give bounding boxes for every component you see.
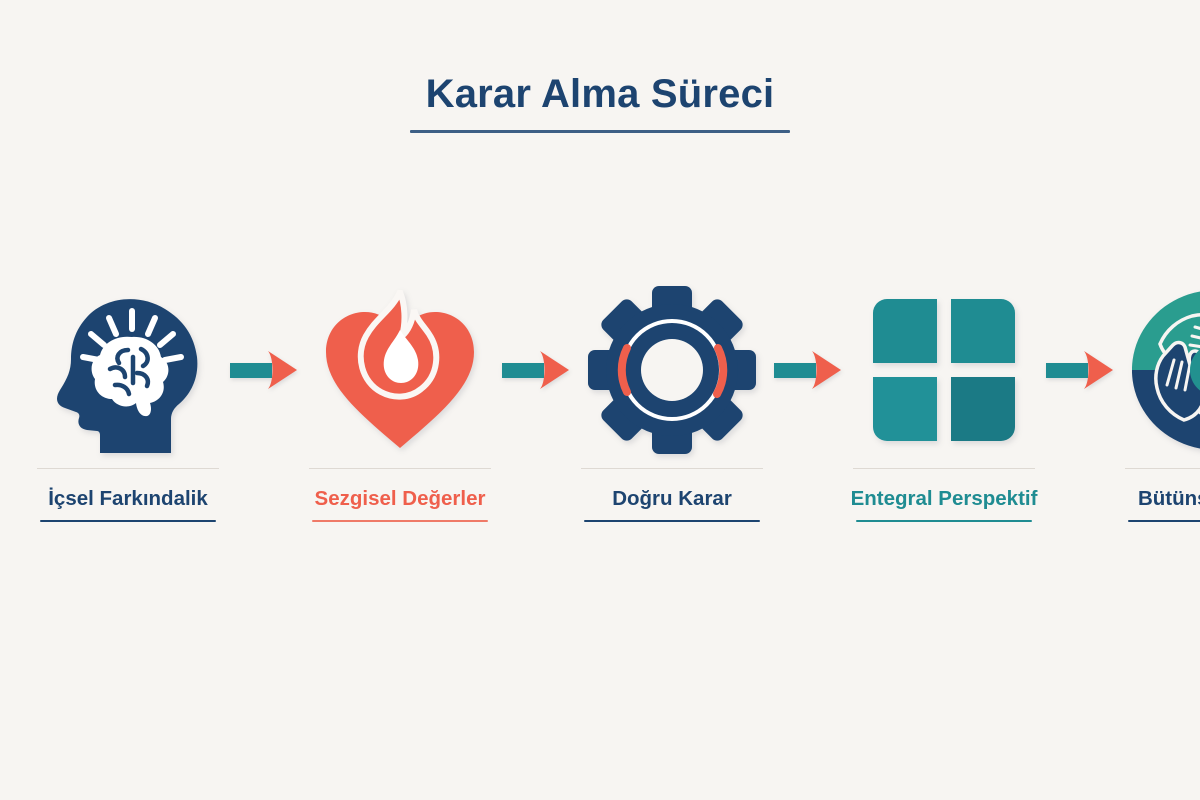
flow-step-underline [584, 519, 760, 522]
title-block: Karar Alma Süreci [0, 72, 1200, 133]
flow-step-label: Doğru Karar [612, 487, 732, 510]
page-title: Karar Alma Süreci [425, 72, 775, 116]
step-separator [853, 468, 1035, 469]
arrow-right-icon [498, 286, 574, 454]
heart-flame-icon [302, 286, 498, 454]
flow-step-underline [1128, 519, 1200, 522]
head-brain-icon [30, 286, 226, 454]
arrow-right-icon [770, 286, 846, 454]
title-underline-rule [410, 130, 790, 133]
step-separator [581, 468, 763, 469]
four-hands-circle-icon [1118, 286, 1200, 454]
flow-step-underline [856, 519, 1032, 522]
flow-step-dogru-karar[interactable]: Doğru Karar [574, 286, 770, 522]
flow-step-entegral-perspektif[interactable]: Entegral Perspektif [846, 286, 1042, 522]
step-separator [1125, 468, 1200, 469]
flow-step-underline [40, 519, 216, 522]
flow-step-label: Entegral Perspektif [850, 487, 1038, 510]
flow-step-label: Bütünsel Sonuç [1137, 487, 1200, 510]
flow-step-sezgisel-degerler[interactable]: Sezgisel Değerler [302, 286, 498, 522]
flow-step-butunsel-sonuc[interactable]: Bütünsel Sonuç [1118, 286, 1200, 522]
flow-step-label: Sezgisel Değerler [314, 487, 486, 510]
arrow-right-icon [226, 286, 302, 454]
step-separator [309, 468, 491, 469]
flow-step-label: İçsel Farkındalik [48, 487, 208, 510]
flow-step-underline [312, 519, 488, 522]
arrow-right-icon [1042, 286, 1118, 454]
four-squares-icon [846, 286, 1042, 454]
process-flow: İçsel Farkındalik Sezgisel Değerler [30, 286, 1200, 522]
flow-step-icsel-farkindalik[interactable]: İçsel Farkındalik [30, 286, 226, 522]
step-separator [37, 468, 219, 469]
gear-icon [574, 286, 770, 454]
